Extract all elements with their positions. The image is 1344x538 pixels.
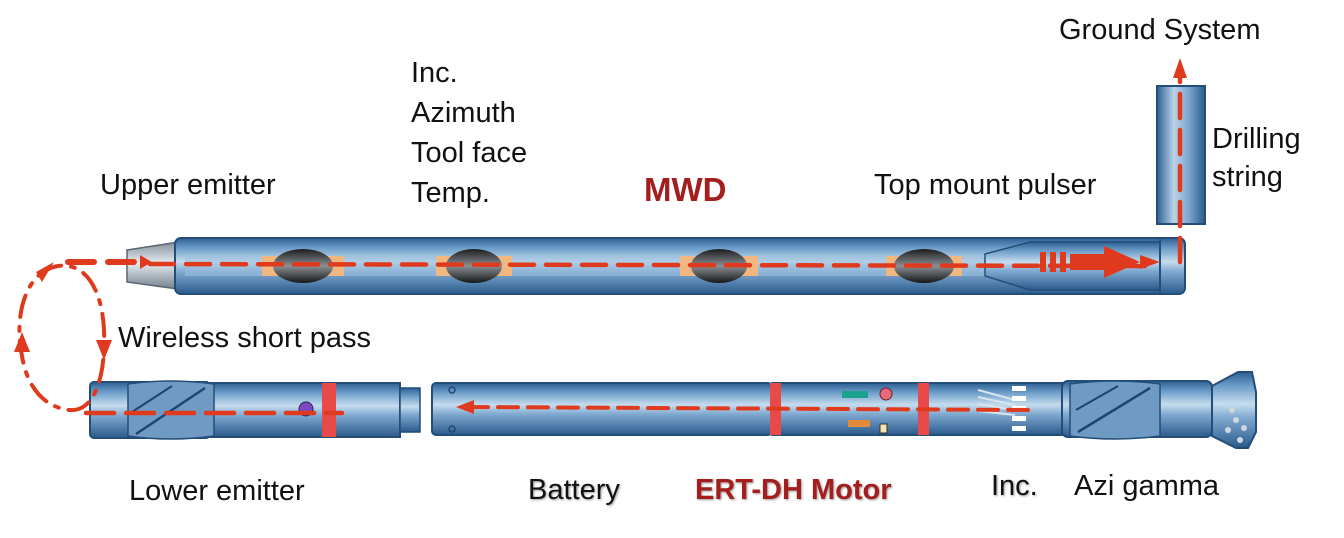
lower-emitter-tool — [89, 380, 421, 440]
sensor-list-item: Temp. — [411, 177, 490, 209]
drill-bit — [1211, 371, 1257, 449]
top-mount-pulser-label: Top mount pulser — [874, 169, 1097, 201]
battery-label: Battery — [528, 474, 620, 506]
ert-dh-motor-label: ERT-DH Motor — [695, 474, 892, 506]
ground-system-label: Ground System — [1059, 14, 1261, 46]
sensor-list-item: Azimuth — [411, 97, 516, 129]
wireless-short-pass-label: Wireless short pass — [118, 322, 372, 354]
drilling-string-label-line1: Drilling — [1212, 123, 1301, 155]
azi-gamma-label: Azi gamma — [1074, 470, 1220, 502]
drilling-string-label-line2: string — [1212, 161, 1283, 193]
lower-emitter-label: Lower emitter — [129, 475, 305, 507]
mwd-sensor-module-3 — [680, 249, 758, 283]
sensor-list-item: Inc. — [411, 57, 458, 89]
sensor-list-item: Tool face — [411, 137, 528, 169]
sensor-list: Inc. Azimuth Tool face Temp. — [411, 53, 527, 213]
drilling-string-label: Drilling string — [1212, 120, 1301, 196]
upper-emitter-label: Upper emitter — [100, 169, 276, 201]
signal-path — [14, 58, 1187, 416]
mwd-title: MWD — [644, 171, 727, 208]
inclination-label: Inc. — [991, 470, 1038, 502]
